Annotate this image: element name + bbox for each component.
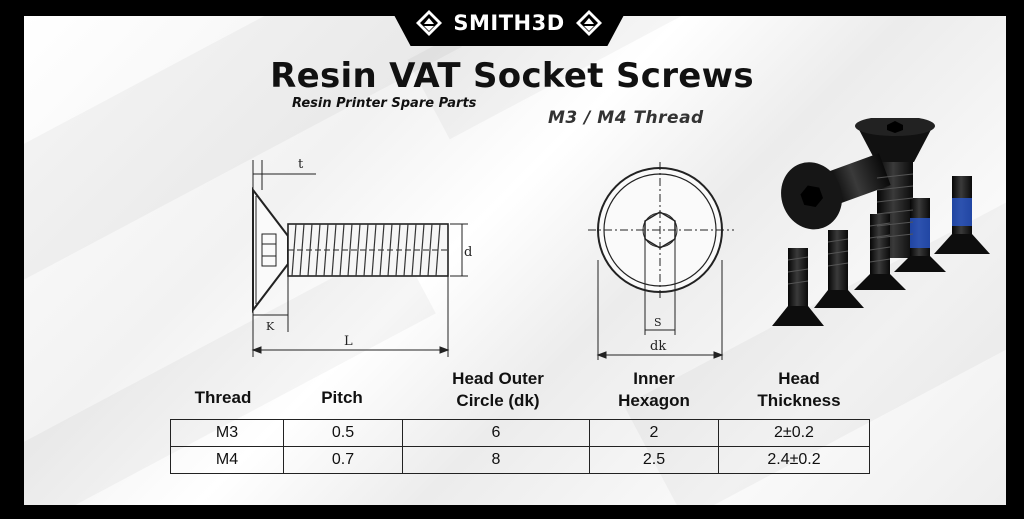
cell-s: 2 [589,419,719,447]
cell-dk: 8 [402,446,590,474]
cell-thread: M4 [170,446,284,474]
screw-top-view-diagram: S dk [588,162,734,360]
label-k: K [266,320,275,333]
screw-side-view-diagram: t d K L [251,157,472,357]
cell-s: 2.5 [589,446,719,474]
diamond-logo-icon [575,10,602,36]
screws-product-photo [772,118,990,326]
cell-k: 2.4±0.2 [718,446,870,474]
diamond-logo-icon [416,10,443,36]
header-thread: Thread [194,388,252,407]
brand-name: SMITH3D [453,11,565,35]
label-d: d [464,245,472,260]
table-row: M3 0.5 6 2 2±0.2 [170,419,870,447]
cell-pitch: 0.5 [283,419,403,447]
header-inner-hexagon: Inner Hexagon [618,369,690,410]
cell-dk: 6 [402,419,590,447]
cell-thread: M3 [170,419,284,447]
header-pitch: Pitch [321,388,363,407]
header-head-thickness: Head Thickness [757,369,841,410]
page-title: Resin VAT Socket Screws [270,56,754,96]
brand-banner: SMITH3D [386,0,632,46]
label-t: t [298,157,304,172]
spec-table: M3 0.5 6 2 2±0.2 M4 0.7 8 2.5 2.4±0.2 [170,419,870,474]
label-dk: dk [650,339,666,354]
label-l: L [344,334,353,349]
header-head-outer-circle: Head Outer Circle (dk) [452,369,544,410]
cell-pitch: 0.7 [283,446,403,474]
table-row: M4 0.7 8 2.5 2.4±0.2 [170,446,870,474]
thread-tag: M3 / M4 Thread [548,108,704,128]
cell-k: 2±0.2 [718,419,870,447]
label-s: S [654,316,662,329]
page-subtitle: Resin Printer Spare Parts [292,96,477,111]
